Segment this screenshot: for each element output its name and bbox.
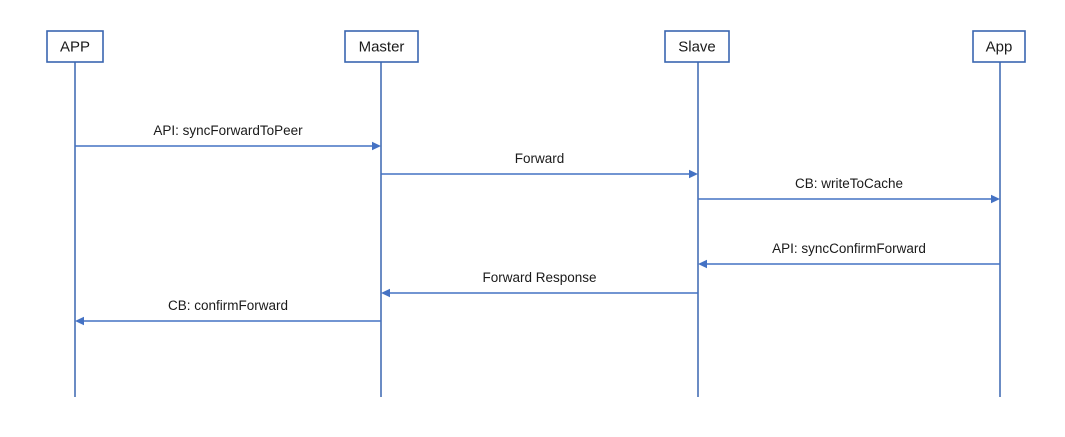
participant-label-master: Master: [359, 38, 405, 55]
message-label-m1: API: syncForwardToPeer: [153, 123, 303, 138]
message-arrowhead-m3: [991, 194, 1000, 204]
message-label-m5: Forward Response: [482, 270, 596, 285]
participant-box-app_left[interactable]: [46, 30, 104, 63]
message-arrowhead-m4: [698, 259, 707, 269]
participant-box-master[interactable]: [344, 30, 419, 63]
participant-app_right[interactable]: App: [972, 30, 1026, 63]
message-m5[interactable]: Forward Response: [381, 270, 698, 298]
participant-master[interactable]: Master: [344, 30, 419, 63]
participant-label-app_right: App: [986, 38, 1013, 55]
participant-app_left[interactable]: APP: [46, 30, 104, 63]
message-arrowhead-m1: [372, 141, 381, 151]
message-arrowhead-m6: [75, 316, 84, 326]
message-arrowhead-m5: [381, 288, 390, 298]
participant-label-app_left: APP: [60, 38, 90, 55]
message-label-m6: CB: confirmForward: [168, 298, 288, 313]
message-label-m4: API: syncConfirmForward: [772, 241, 926, 256]
participant-label-slave: Slave: [678, 38, 716, 55]
participant-box-slave[interactable]: [664, 30, 730, 63]
participant-box-app_right[interactable]: [972, 30, 1026, 63]
message-label-m3: CB: writeToCache: [795, 176, 903, 191]
message-arrowhead-m2: [689, 169, 698, 179]
participant-slave[interactable]: Slave: [664, 30, 730, 63]
message-m3[interactable]: CB: writeToCache: [698, 176, 1000, 204]
message-m2[interactable]: Forward: [381, 151, 698, 179]
message-m6[interactable]: CB: confirmForward: [75, 298, 381, 326]
message-m4[interactable]: API: syncConfirmForward: [698, 241, 1000, 269]
message-m1[interactable]: API: syncForwardToPeer: [75, 123, 381, 151]
message-label-m2: Forward: [515, 151, 565, 166]
